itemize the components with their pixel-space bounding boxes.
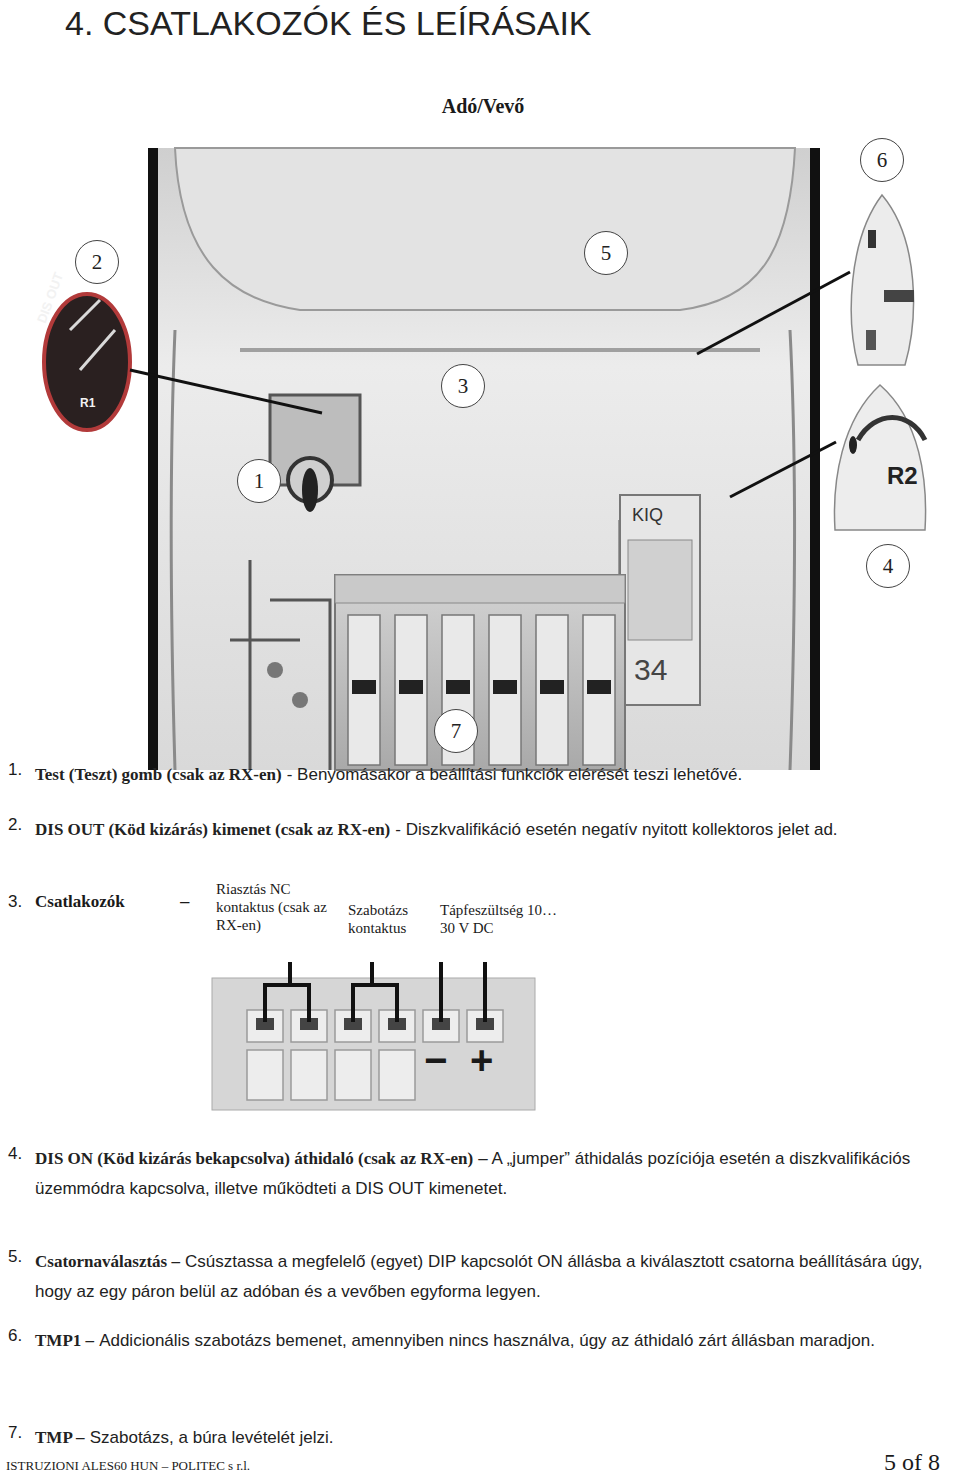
item-description: - Benyomásakor a beállítási funkciók elé…	[287, 765, 742, 784]
item-description: Szabotázs, a búra levételét jelzi.	[90, 1428, 334, 1447]
item-heading: DIS OUT (Köd kizárás) kimenet (csak az R…	[35, 820, 390, 839]
footer-text: ISTRUZIONI ALES60 HUN – POLITEC s r.l.	[6, 1458, 250, 1474]
item-number: 6.	[8, 1326, 22, 1346]
dash: –	[180, 892, 189, 912]
list-item: TMP – Szabotázs, a búra levételét jelzi.	[35, 1423, 940, 1453]
dis-on-inset	[835, 385, 926, 530]
callout-circle: 5	[584, 231, 628, 275]
item-number: 3.	[8, 892, 22, 912]
board-marking: 34	[634, 652, 667, 688]
board-marking: R2	[887, 462, 918, 491]
dis-out-inset	[44, 294, 130, 430]
callout-number: 1	[254, 469, 265, 494]
callout-circle: 2	[75, 240, 119, 284]
item-heading: TMP –	[35, 1428, 85, 1447]
board-marking: KIQ	[632, 505, 663, 527]
list-item: DIS OUT (Köd kizárás) kimenet (csak az R…	[35, 815, 940, 845]
callout-number: 5	[601, 241, 612, 266]
item-number: 1.	[8, 760, 22, 780]
callout-number: 2	[92, 250, 103, 275]
callout-number: 6	[877, 148, 888, 173]
page-number: 5 of 8	[884, 1448, 940, 1477]
leader-line	[130, 272, 850, 497]
callout-circle: 6	[860, 138, 904, 182]
item-heading: TMP1 –	[35, 1331, 94, 1350]
item-number: 4.	[8, 1144, 22, 1164]
subtitle: Adó/Vevő	[400, 94, 566, 118]
item-number: 2.	[8, 815, 22, 835]
item-heading: Csatlakozók	[35, 892, 125, 912]
callout-number: 3	[458, 374, 469, 399]
callout-circle: 1	[237, 459, 281, 503]
item-description: - Diszkvalifikáció esetén negatív nyitot…	[395, 820, 837, 839]
circuit-board-photo	[148, 148, 820, 770]
callout-circle: 7	[434, 709, 478, 753]
item-description: Addicionális szabotázs bemenet, amennyib…	[99, 1331, 875, 1350]
list-item: Test (Teszt) gomb (csak az RX-en) - Benyo…	[35, 760, 940, 790]
callout-number: 4	[883, 554, 894, 579]
item-heading: DIS ON (Köd kizárás bekapcsolva) áthidal…	[35, 1149, 473, 1168]
callout-number: 7	[451, 719, 462, 744]
list-item: DIS ON (Köd kizárás bekapcsolva) áthidal…	[35, 1144, 940, 1204]
polarity-sign: +	[470, 1040, 493, 1080]
page-title: 4. CSATLAKOZÓK ÉS LEÍRÁSAIK	[65, 4, 592, 43]
item-number: 7.	[8, 1423, 22, 1443]
callout-circle: 3	[441, 364, 485, 408]
item-heading: Csatornaválasztás –	[35, 1252, 180, 1271]
list-item: TMP1 – Addicionális szabotázs bemenet, am…	[35, 1326, 940, 1356]
terminal-label: Szabotázs kontaktus	[348, 901, 434, 937]
board-marking: R1	[80, 396, 95, 410]
item-number: 5.	[8, 1247, 22, 1267]
tmp1-inset	[851, 195, 914, 365]
terminal-label: Tápfeszültség 10…30 V DC	[440, 901, 558, 937]
item-heading: Test (Teszt) gomb (csak az RX-en)	[35, 765, 282, 784]
callout-circle: 4	[866, 544, 910, 588]
polarity-sign: −	[424, 1040, 447, 1080]
list-item: Csatornaválasztás –Csúsztassa a megfelel…	[35, 1247, 940, 1307]
bracket	[265, 962, 485, 1022]
terminal-label: Riasztás NC kontaktus (csak az RX-en)	[216, 880, 338, 934]
